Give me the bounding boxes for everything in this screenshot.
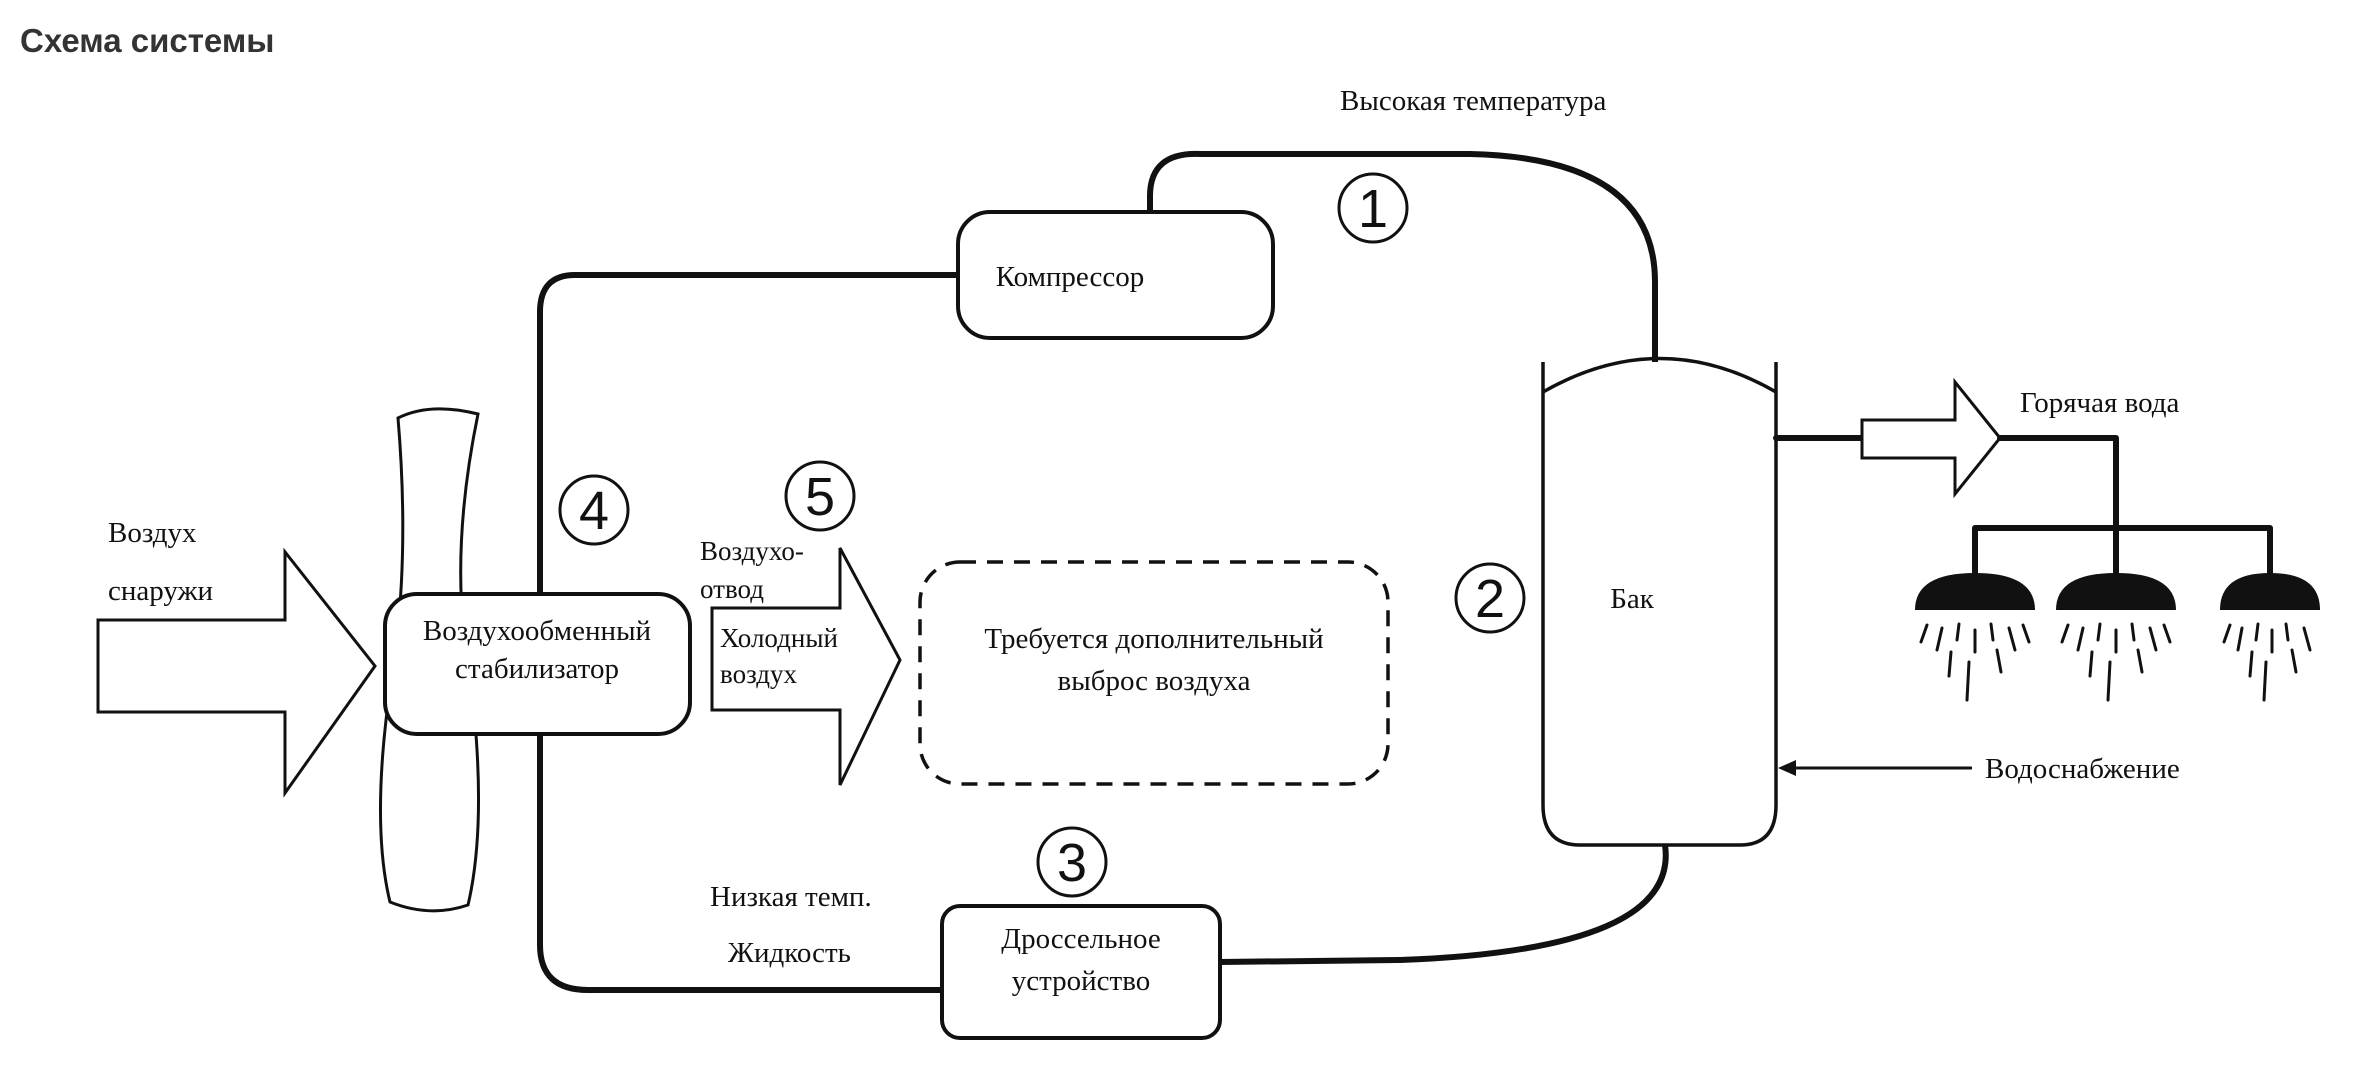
high-temp-label: Высокая температура bbox=[1340, 85, 1607, 117]
marker-1: 1 bbox=[1337, 172, 1409, 244]
tank-top-arc bbox=[1542, 356, 1777, 394]
pipe-evaporator-to-throttle bbox=[537, 727, 945, 993]
stabilizer-box bbox=[383, 592, 692, 736]
compressor-box bbox=[956, 210, 1275, 340]
svg-text:4: 4 bbox=[579, 481, 609, 541]
liquid-label: Жидкость bbox=[728, 937, 851, 969]
marker-5: 5 bbox=[784, 460, 856, 532]
pipe-evaporator-to-compressor bbox=[537, 272, 961, 598]
extra-exhaust-box bbox=[918, 560, 1390, 786]
svg-text:3: 3 bbox=[1057, 833, 1087, 893]
shower-head-icon bbox=[2220, 573, 2320, 702]
hot-water-arrow bbox=[1860, 377, 2002, 499]
tank-label: Бак bbox=[1610, 583, 1655, 615]
water-supply-label: Водоснабжение bbox=[1985, 753, 2180, 785]
tank-body bbox=[1541, 362, 1778, 847]
cold-air-label-1: Холодный bbox=[720, 623, 838, 653]
air-outlet-label-1: Воздухо- bbox=[700, 536, 804, 566]
shower-head-icon bbox=[2056, 573, 2176, 702]
hot-water-distribution-pipe bbox=[1972, 435, 2273, 581]
svg-text:1: 1 bbox=[1358, 179, 1388, 239]
pipe-compressor-to-tank bbox=[1147, 150, 1658, 368]
cold-air-arrow bbox=[710, 547, 902, 786]
marker-4: 4 bbox=[558, 474, 630, 546]
stabilizer-label-2: стабилизатор bbox=[455, 653, 619, 685]
extra-exhaust-label-1: Требуется дополнительный bbox=[984, 623, 1323, 655]
shower-head-icon bbox=[1915, 573, 2035, 702]
outside-air-label-1: Воздух bbox=[108, 517, 197, 549]
extra-exhaust-label-2: выброс воздуха bbox=[1058, 665, 1251, 697]
water-supply-arrowhead bbox=[1778, 760, 1796, 776]
page-title: Схема системы bbox=[20, 22, 275, 59]
low-temp-label: Низкая темп. bbox=[710, 881, 872, 913]
air-outlet-label-2: отвод bbox=[700, 574, 764, 604]
svg-text:5: 5 bbox=[805, 467, 835, 527]
throttle-box bbox=[940, 904, 1222, 1040]
hot-water-label: Горячая вода bbox=[2020, 387, 2180, 419]
cold-air-label-2: воздух bbox=[720, 659, 797, 689]
pipe-tank-to-throttle bbox=[1217, 842, 1669, 965]
marker-3: 3 bbox=[1036, 826, 1108, 898]
svg-text:2: 2 bbox=[1475, 569, 1505, 629]
marker-2: 2 bbox=[1454, 562, 1526, 634]
compressor-label: Компрессор bbox=[996, 261, 1145, 293]
throttle-label-2: устройство bbox=[1012, 965, 1150, 997]
throttle-label-1: Дроссельное bbox=[1001, 923, 1160, 955]
outside-air-arrow bbox=[96, 547, 377, 798]
outside-air-label-2: снаружи bbox=[108, 575, 213, 607]
stabilizer-label-1: Воздухообменный bbox=[423, 615, 651, 647]
